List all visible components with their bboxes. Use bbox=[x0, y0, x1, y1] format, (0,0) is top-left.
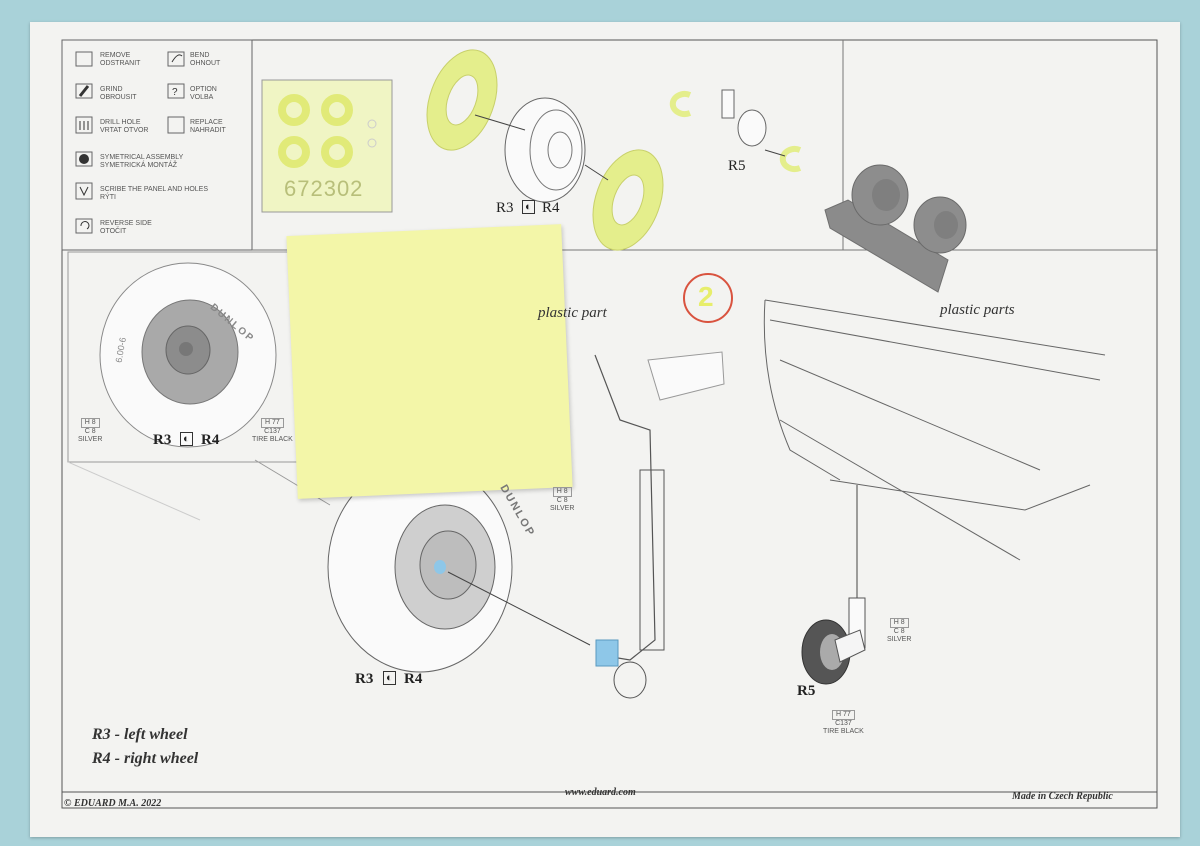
yellow-sticky-note bbox=[286, 224, 573, 499]
plastic-part-label: plastic part bbox=[538, 305, 607, 321]
option-icon bbox=[167, 83, 185, 99]
step-number: 2 bbox=[698, 281, 714, 312]
remove-icon bbox=[75, 51, 93, 67]
step-circle bbox=[683, 273, 733, 323]
r5-mask-2 bbox=[779, 146, 802, 172]
grind-icon bbox=[75, 83, 93, 99]
note-r3: R3 - left wheel bbox=[92, 726, 188, 743]
footer-website: www.eduard.com bbox=[565, 787, 636, 798]
label-r3-top: R3 bbox=[496, 200, 514, 216]
label-r3-detail: R3 bbox=[153, 432, 172, 448]
symmetrical-icon-detail: ◐ bbox=[180, 432, 193, 446]
footer-copyright: © EDUARD M.A. 2022 bbox=[64, 798, 162, 809]
mask-sheet-code: 672302 bbox=[284, 176, 364, 201]
symmetrical-icon-main: ◐ bbox=[383, 671, 396, 685]
label-r4-main: R4 bbox=[404, 671, 423, 687]
label-r4-detail: R4 bbox=[201, 432, 220, 448]
label-r5-top: R5 bbox=[728, 158, 746, 174]
scribe-icon bbox=[75, 182, 93, 200]
plastic-sprue bbox=[824, 199, 949, 293]
label-r3-main: R3 bbox=[355, 671, 374, 687]
r5-wheel-top bbox=[737, 109, 767, 147]
svg-text:?: ? bbox=[172, 87, 178, 98]
note-r4: R4 - right wheel bbox=[92, 750, 199, 767]
symmetrical-icon-top: ◐ bbox=[522, 200, 535, 214]
gear-leg bbox=[594, 354, 656, 661]
arrow-top-2 bbox=[584, 164, 609, 181]
reverse-side-icon bbox=[75, 218, 93, 234]
r5-strut bbox=[721, 89, 735, 119]
fuselage bbox=[764, 299, 1106, 561]
main-arrow bbox=[447, 571, 591, 646]
label-r5-main: R5 bbox=[797, 683, 816, 699]
plastic-part-photo bbox=[647, 351, 725, 401]
arrow-top-1 bbox=[474, 114, 526, 131]
symmetrical-assembly-icon bbox=[75, 151, 93, 167]
outer-frame bbox=[61, 39, 1158, 809]
legend-panel bbox=[61, 39, 253, 251]
axle-blue bbox=[595, 639, 619, 667]
drill-hole-icon bbox=[75, 116, 93, 134]
bend-icon bbox=[167, 51, 185, 67]
label-r4-top: R4 bbox=[542, 200, 560, 216]
wheel-top bbox=[504, 97, 586, 203]
plastic-parts-label: plastic parts bbox=[940, 302, 1015, 318]
footer-origin: Made in Czech Republic bbox=[1012, 791, 1113, 802]
detail-leader-2 bbox=[67, 461, 201, 521]
replace-icon bbox=[167, 116, 185, 134]
r5-mask-1 bbox=[669, 91, 692, 117]
